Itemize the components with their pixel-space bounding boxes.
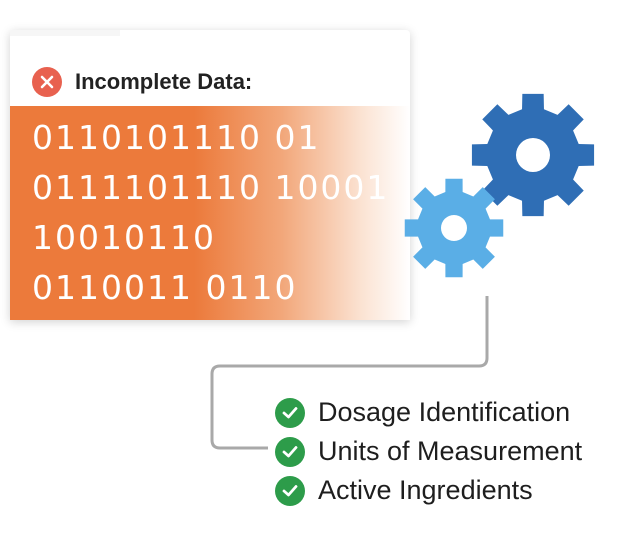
- checklist-item-units: Units of Measurement: [275, 432, 582, 471]
- checklist-item-dosage: Dosage Identification: [275, 393, 582, 432]
- requirements-checklist: Dosage Identification Units of Measureme…: [275, 393, 582, 510]
- small-gear-icon: [404, 178, 504, 278]
- checklist-label: Dosage Identification: [318, 397, 571, 427]
- binary-line: 10010110: [32, 218, 216, 257]
- binary-line: 0110011 0110: [32, 268, 298, 307]
- checkmark-icon: [275, 475, 305, 506]
- panel-header: Incomplete Data:: [10, 58, 252, 106]
- close-x-icon: [32, 67, 62, 97]
- incomplete-data-panel: Incomplete Data: 0110101110 01 011110111…: [10, 30, 410, 320]
- panel-title: Incomplete Data:: [75, 69, 253, 94]
- binary-data-block: 0110101110 01 0111101110 10001 10010110 …: [10, 106, 410, 320]
- checklist-item-ingredients: Active Ingredients: [275, 471, 582, 510]
- large-gear-icon: [471, 93, 595, 217]
- checklist-label: Units of Measurement: [318, 436, 583, 466]
- checklist-label: Active Ingredients: [318, 475, 533, 505]
- binary-line: 0110101110 01: [32, 118, 321, 157]
- checkmark-icon: [275, 436, 305, 467]
- binary-line: 0111101110 10001: [32, 168, 390, 207]
- checkmark-icon: [275, 397, 305, 428]
